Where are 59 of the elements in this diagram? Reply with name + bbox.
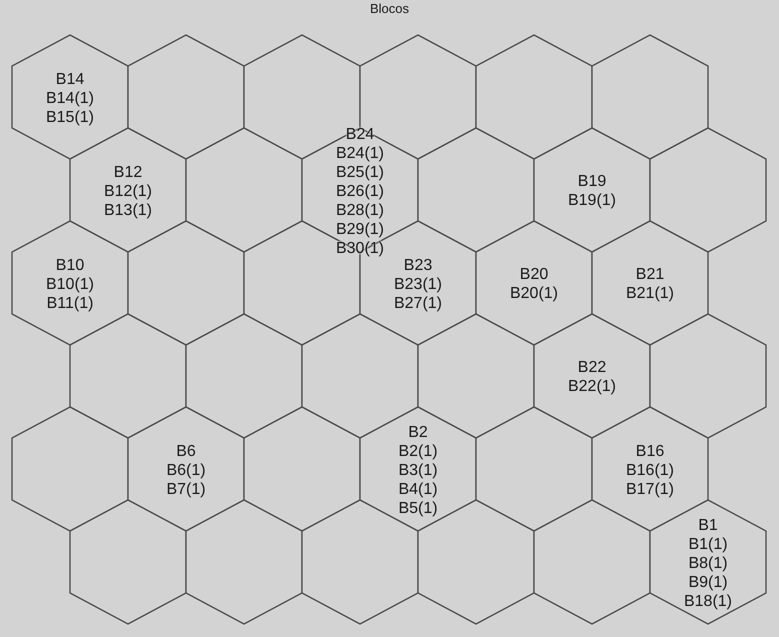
cell-label: B8(1) [688,554,728,572]
chart-title: Blocos [370,1,410,16]
cell-label: B14 [56,70,84,88]
cell-label: B10(1) [46,274,94,294]
cell-label: B19(1) [568,191,616,210]
cell-label: B11(1) [46,294,94,312]
cell-label: B23 [404,256,432,274]
cell-label: B10 [56,256,84,274]
hexagon-cell [128,35,244,159]
cell-label: B21(1) [626,284,674,303]
cell-label: B2(1) [398,442,438,460]
cell-label: B17(1) [626,480,674,498]
cell-label: B24(1) [336,144,384,162]
hexagon-cell [244,407,360,531]
cell-label: B7(1) [166,480,206,498]
cell-label: B1(1) [688,534,728,554]
cell-label: B19 [578,172,606,191]
cell-label: B27(1) [394,294,442,312]
cell-label: B21 [636,265,664,284]
cell-label: B4(1) [398,480,438,498]
hexagon-cell [186,500,302,624]
hexagon-cell [186,314,302,438]
hexagon-cell [592,35,708,159]
hexagon-cell [476,407,592,531]
hexagon-cell [476,35,592,159]
hexagon-cell [534,500,650,624]
cell-label: B22 [578,358,606,377]
cell-label: B15(1) [46,108,94,126]
cell-label: B28(1) [336,200,384,220]
hexagon-cell [650,128,766,252]
cell-label: B25(1) [336,162,384,182]
cell-label: B13(1) [104,200,152,220]
cell-label: B12 [114,162,142,182]
hexagon-cell [650,500,766,624]
hexagon-cell [128,221,244,345]
cell-label: B5(1) [398,498,438,518]
cell-label: B9(1) [688,572,728,592]
cell-label: B22(1) [568,377,616,396]
cell-label: B16 [636,442,664,460]
cell-label: B29(1) [336,220,384,238]
cell-label: B6 [176,442,196,460]
cell-label: B20 [520,265,548,284]
cell-label: B3(1) [398,460,438,480]
cell-label: B2 [408,422,428,442]
cell-label: B14(1) [46,88,94,108]
cell-label: B6(1) [166,460,206,480]
hexagon-cell [186,128,302,252]
cell-label: B20(1) [510,284,558,303]
cell-label: B23(1) [394,274,442,294]
hexagon-cell [70,500,186,624]
hexagon-cell [70,314,186,438]
cell-label: B12(1) [104,182,152,200]
hexagon-cell [12,407,128,531]
cell-label: B1 [698,516,718,534]
hexagon-cell [418,128,534,252]
cell-label: B16(1) [626,460,674,480]
hexagon-cell [650,314,766,438]
cell-label: B26(1) [336,182,384,200]
cell-label: B18(1) [684,592,732,610]
